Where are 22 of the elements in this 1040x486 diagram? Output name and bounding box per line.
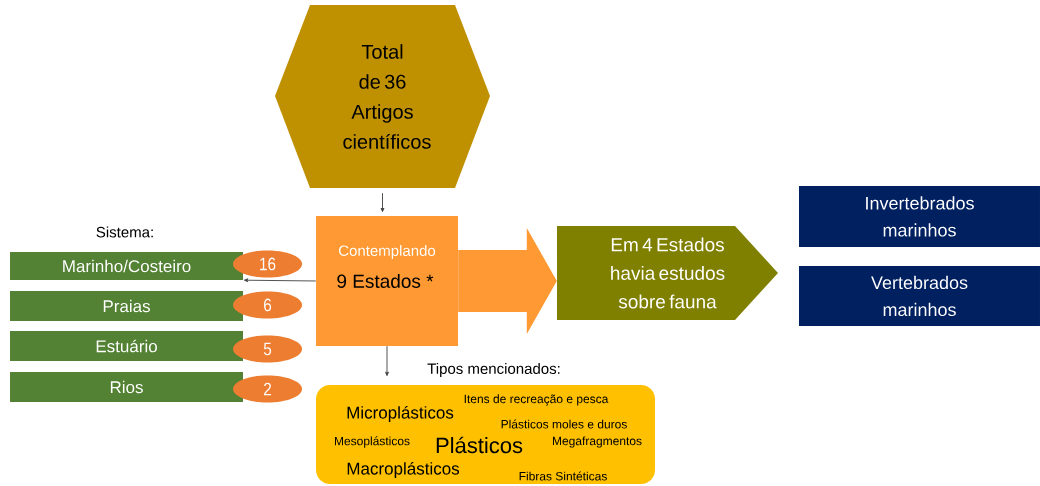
- word-cloud-text: Itens de recreação e pesca: [464, 394, 609, 406]
- word-cloud-text: Microplásticos: [347, 405, 454, 422]
- hexagon: Total de 36 Artigos científicos: [275, 5, 490, 188]
- label-box: Rios: [10, 372, 243, 402]
- label-box: Vertebrados marinhos: [799, 266, 1040, 326]
- heading-text: Tipos mencionados:: [427, 363, 560, 377]
- label-box: Marinho/Costeiro: [10, 252, 243, 280]
- word-cloud-text: Fibras Sintéticas: [519, 471, 607, 481]
- word-cloud-text: Megafragmentos: [552, 436, 642, 448]
- square-box: Contemplando 9 Estados *: [316, 216, 458, 346]
- arrow: [380, 192, 385, 213]
- word-cloud-text: Plásticos: [436, 436, 523, 454]
- label-box: Praias: [10, 291, 243, 321]
- label-box: Invertebrados marinhos: [799, 186, 1040, 247]
- arrow: [385, 345, 389, 377]
- word-cloud-text: Plásticos moles e duros: [501, 419, 627, 429]
- word-cloud-text: Mesoplásticos: [335, 436, 410, 448]
- word-cloud-text: Macroplásticos: [347, 461, 460, 478]
- arrow: [243, 278, 317, 283]
- block-arrow: [458, 228, 557, 334]
- heading-text: Sistema:: [96, 226, 153, 238]
- label-box: Estuário: [10, 331, 243, 361]
